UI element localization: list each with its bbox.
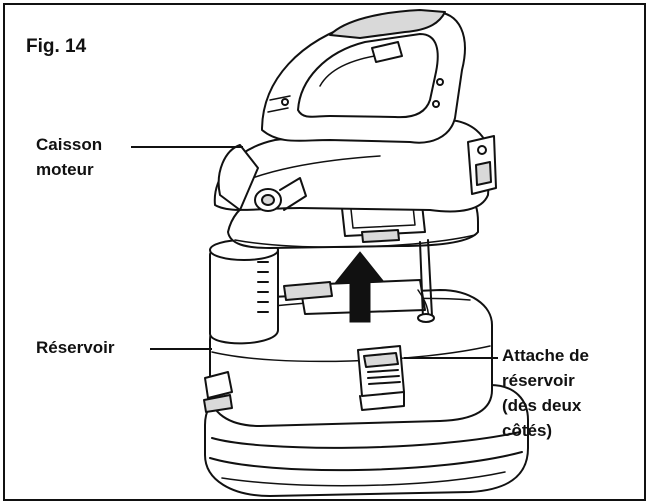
motor-housing-label-line-2: moteur [36,160,94,179]
tank-leader [150,348,212,350]
tank-latch-label-line-2: réservoir [502,371,575,390]
tank-latch-leader [404,357,498,359]
tank-latch [357,345,405,411]
tank-latch-label-line-3: (des deux [502,396,582,415]
tank-slot [283,281,333,301]
connecting-tube [417,239,435,323]
figure-title: Fig. 14 [26,36,87,57]
carry-handle [261,9,466,144]
motor-housing-leader [131,146,243,148]
motor-housing-label-line-1: Caisson [36,135,103,154]
tank-latch-label-line-4: côtés) [502,421,553,440]
motor-housing-label: Caisson moteur [36,132,102,182]
tank-label: Réservoir [36,338,115,357]
tank-latch-label: Attache de réservoir (des deux côtés) [502,343,589,443]
filter-cylinder [209,239,279,345]
arrow-up-icon [334,251,386,323]
figure-frame [3,3,646,501]
tank-latch-label-line-1: Attache de [502,346,589,365]
